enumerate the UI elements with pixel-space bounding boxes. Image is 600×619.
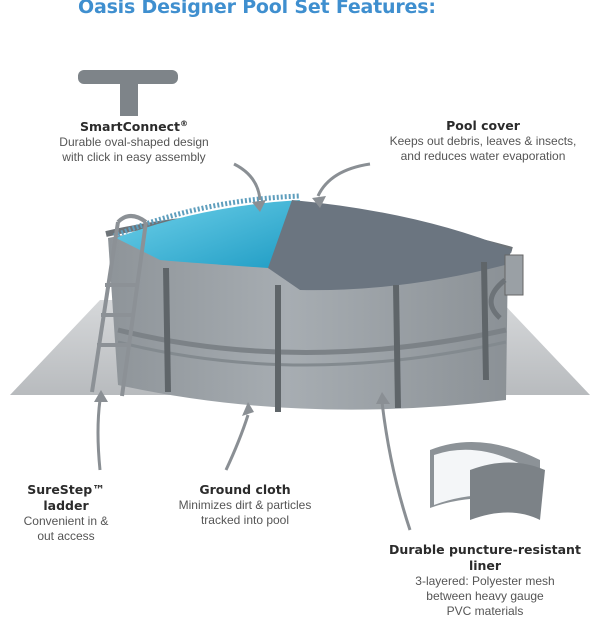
feature-infographic: Oasis Designer Pool Set Features: — [6, 0, 590, 618]
pool-cover — [268, 200, 512, 291]
registered-mark: ® — [180, 119, 189, 128]
feature-pool-cover: Pool cover Keeps out debris, leaves & in… — [378, 118, 588, 164]
pool-cover-heading: Pool cover — [446, 118, 520, 133]
liner-heading: Durable puncture-resistant liner — [389, 542, 581, 573]
liner-desc-2: between heavy gauge — [426, 589, 544, 603]
ground-cloth-desc-1: Minimizes dirt & particles — [178, 498, 312, 512]
pool-water — [116, 200, 300, 268]
pool-illustration — [10, 70, 590, 531]
ladder-desc-1: Convenient in & — [23, 514, 109, 528]
pool-cover-desc-1: Keeps out debris, leaves & insects, — [389, 134, 577, 148]
pool-ladder — [90, 214, 148, 397]
pool-legs — [163, 261, 489, 412]
ladder-desc-2: out access — [37, 529, 95, 543]
pool-hose — [488, 278, 507, 320]
pool-cover-desc-2: and reduces water evaporation — [400, 149, 566, 163]
smartconnect-heading: SmartConnect — [79, 119, 181, 135]
liner-swatch — [430, 442, 545, 520]
liner-desc-1: 3-layered: Polyester mesh — [415, 574, 555, 588]
smartconnect-desc-1: Durable oval-shaped design — [59, 135, 209, 150]
feature-liner: Durable puncture-resistant liner 3-layer… — [374, 542, 596, 619]
ladder-heading: SureStep™ ladder — [27, 482, 105, 513]
arrow-heads — [94, 196, 390, 416]
ground-cloth-heading: Ground cloth — [199, 482, 291, 497]
feature-ground-cloth: Ground cloth Minimizes dirt & particles … — [150, 482, 340, 528]
smartconnect-desc-2: with click in easy assembly — [62, 150, 206, 165]
liner-desc-3: PVC materials — [446, 604, 524, 618]
smartconnect-part — [78, 70, 178, 116]
ground-cloth-desc-2: tracked into pool — [200, 513, 290, 527]
callout-arrows — [96, 162, 412, 531]
feature-smartconnect: SmartConnect® Durable oval-shaped design… — [40, 116, 228, 165]
page-title: Oasis Designer Pool Set Features: — [78, 0, 436, 18]
pool-tile-band — [113, 193, 301, 239]
feature-ladder: SureStep™ ladder Convenient in & out acc… — [6, 482, 126, 544]
pool-skimmer — [504, 254, 524, 296]
